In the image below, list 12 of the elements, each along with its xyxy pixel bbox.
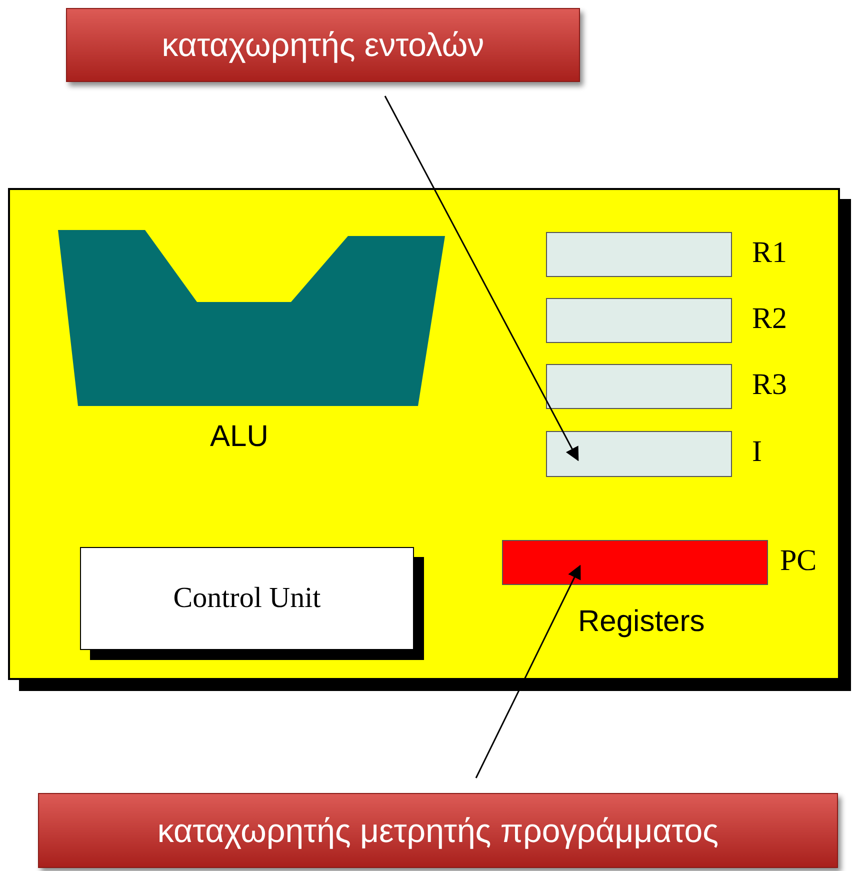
register-label: R3 <box>752 368 788 402</box>
register-label: R1 <box>752 236 788 270</box>
arrow <box>475 564 581 778</box>
alu-label: ALU <box>210 420 268 454</box>
callout-box: καταχωρητής μετρητής προγράμματος <box>38 793 838 868</box>
register-label: PC <box>780 544 817 578</box>
unit-label: Control Unit <box>173 582 321 615</box>
group-label: Registers <box>578 605 705 639</box>
callout-box: καταχωρητής εντολών <box>66 8 580 82</box>
register-label: R2 <box>752 302 788 336</box>
register-label: I <box>752 435 762 469</box>
arrow <box>384 96 579 462</box>
